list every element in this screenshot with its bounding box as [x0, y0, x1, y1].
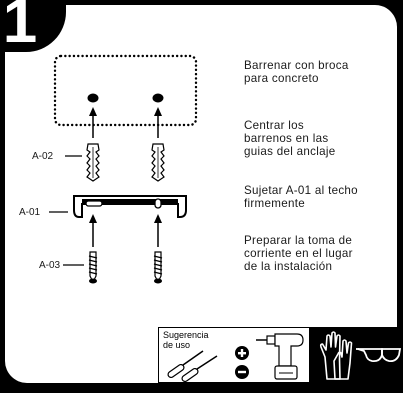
tip-tools — [167, 333, 304, 382]
instruction-3-line-1: Sujetar A-01 al techo — [244, 184, 358, 197]
instruction-2-line-3: guias del anclaje — [244, 145, 336, 159]
screwdriver-icon — [181, 355, 218, 382]
safety-glasses-icon — [356, 348, 402, 363]
instruction-4-line-3: de la instalación — [244, 260, 333, 274]
drill-hole-left — [87, 93, 99, 103]
instruction-2: Centrar los barrenos en las guias del an… — [244, 119, 394, 159]
wall-anchor-icon — [86, 143, 100, 182]
instruction-card — [5, 5, 397, 383]
instruction-2-line-2: barrenos en las — [244, 132, 329, 146]
instruction-1-line-2: para concreto — [244, 72, 319, 86]
instruction-1-line-1: Barrenar con broca — [244, 59, 349, 72]
instruction-4-line-2: corriente en el lugar — [244, 247, 353, 261]
part-label-a03: A-03 — [39, 260, 61, 271]
part-label-a02: A-02 — [32, 151, 54, 162]
power-drill-icon — [256, 333, 304, 380]
mounting-bracket-icon — [73, 195, 187, 218]
arrow-up-icon — [89, 107, 97, 138]
part-label-a01: A-01 — [19, 207, 41, 218]
minus-icon — [235, 365, 249, 379]
step-number: 1 — [2, 0, 38, 56]
arrow-up-icon — [154, 107, 162, 138]
usage-tip-box: Sugerencia de uso — [158, 327, 310, 383]
screw-icon — [88, 251, 98, 284]
instruction-2-line-1: Centrar los — [244, 119, 305, 132]
ceiling-drill-area — [53, 54, 198, 127]
arrow-up-icon — [89, 214, 97, 247]
screw-icon — [153, 251, 163, 284]
screwdriver-icon — [167, 350, 204, 379]
usage-tip-line-1: Sugerencia — [163, 330, 209, 340]
usage-tip-label: Sugerencia de uso — [163, 330, 233, 350]
step-tab: 1 — [0, 0, 66, 56]
safety-gloves-icon — [319, 331, 353, 380]
arrow-up-icon — [154, 214, 162, 247]
plus-icon — [235, 346, 249, 360]
instruction-3: Sujetar A-01 al techo firmemente — [244, 184, 394, 210]
safety-equipment-box — [310, 327, 403, 388]
safety-equipment-icons — [319, 331, 402, 380]
instruction-1: Barrenar con broca para concreto — [244, 59, 394, 85]
instruction-4-line-1: Preparar la toma de — [244, 234, 353, 247]
drill-hole-right — [152, 93, 164, 103]
usage-tip-line-2: de uso — [163, 340, 191, 350]
wall-anchor-icon — [151, 143, 165, 182]
instruction-3-line-2: firmemente — [244, 197, 305, 211]
instruction-4: Preparar la toma de corriente en el luga… — [244, 234, 394, 274]
